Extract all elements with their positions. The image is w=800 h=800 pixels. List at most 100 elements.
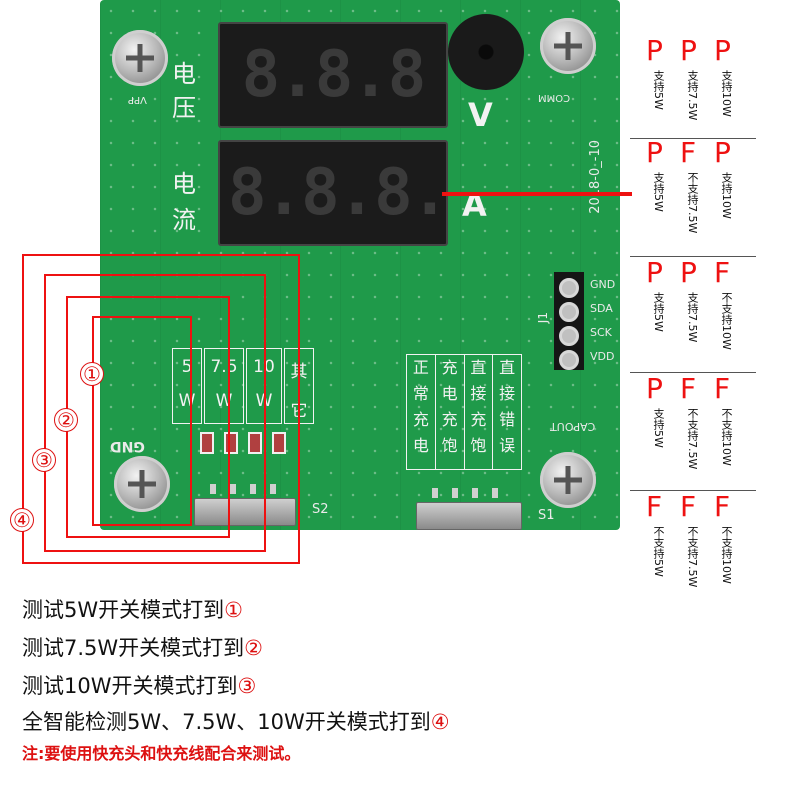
s1-pin <box>492 488 498 498</box>
current-display: 8.8.8. <box>218 140 449 246</box>
legend-letter: P <box>646 372 663 405</box>
s2-pin <box>250 484 256 494</box>
instruction-10w: 测试10W开关模式打到③ <box>22 670 256 700</box>
legend-text: 支持7.5W <box>686 292 699 343</box>
legend-letter: F <box>714 256 731 289</box>
s1-pin <box>472 488 478 498</box>
status-char: 直 <box>499 358 516 377</box>
current-char-2: 流 <box>172 206 196 234</box>
buzzer <box>448 14 524 90</box>
instruction-text: 测试5W开关模式打到 <box>22 598 225 622</box>
j1-silk: J1 <box>536 312 550 324</box>
legend-text: 支持5W <box>652 408 665 448</box>
legend-letter: F <box>714 490 731 523</box>
pin-gnd <box>559 278 579 298</box>
s2-pin <box>210 484 216 494</box>
screw-bottom-right <box>540 452 596 508</box>
instruction-num: ① <box>224 598 243 622</box>
legend-letter: F <box>680 372 697 405</box>
status-char: 常 <box>412 384 429 403</box>
circled-4: ④ <box>10 508 34 532</box>
voltage-display: 8.8.8 <box>218 22 448 128</box>
s1-pin <box>452 488 458 498</box>
voltage-char-1: 电 <box>172 60 196 88</box>
led-5w <box>200 432 214 454</box>
status-char: 电 <box>412 436 429 455</box>
screw-bottom-left <box>114 456 170 512</box>
mode-cell-7-5w-top: 7.5 <box>210 357 238 377</box>
s1-silk: S1 <box>538 508 555 523</box>
led-10w <box>248 432 262 454</box>
mode-switch-s2[interactable] <box>194 498 296 526</box>
status-col-full: 充 电 充 饱 <box>436 355 465 469</box>
legend-text: 不支持10W <box>720 292 733 350</box>
legend-separator <box>630 138 756 139</box>
status-char: 充 <box>470 410 487 429</box>
date-silk: 2018-0_-10 <box>588 140 603 214</box>
instruction-num: ② <box>244 636 263 660</box>
pin-label-gnd: GND <box>590 278 616 291</box>
status-char: 饱 <box>470 436 487 455</box>
legend-text: 不支持7.5W <box>686 408 699 470</box>
legend-text: 支持5W <box>652 172 665 212</box>
screw-top-left <box>112 30 168 86</box>
status-char: 充 <box>412 410 429 429</box>
pointer-line <box>442 192 632 196</box>
legend-letter: P <box>714 34 731 67</box>
legend-separator <box>630 256 756 257</box>
legend-text: 不支持7.5W <box>686 172 699 234</box>
status-col-normal: 正 常 充 电 <box>407 355 436 469</box>
instruction-5w: 测试5W开关模式打到① <box>22 594 243 624</box>
instruction-num: ③ <box>237 674 257 698</box>
current-char-1: 电 <box>172 170 196 198</box>
led-7-5w <box>224 432 238 454</box>
legend-text: 支持5W <box>652 70 665 110</box>
screw-top-right <box>540 18 596 74</box>
legend-letter: F <box>680 490 697 523</box>
wire-4 <box>22 254 300 564</box>
status-char: 直 <box>470 358 487 377</box>
pin-sck <box>559 326 579 346</box>
s2-silk: S2 <box>312 502 329 517</box>
comm-silk: COMM <box>538 92 571 103</box>
status-char: 接 <box>499 384 516 403</box>
circled-2: ② <box>54 408 78 432</box>
legend-letter: P <box>646 34 663 67</box>
status-char: 饱 <box>441 436 458 455</box>
legend-letter: P <box>680 34 697 67</box>
mode-cell-10w-top: 10 <box>253 357 275 377</box>
pcb-board: VPP COMM 2018-0_-10 GND J1 CAPOUT S1 S2 … <box>100 0 620 530</box>
voltage-digits: 8.8.8 <box>241 38 427 112</box>
status-switch-s1[interactable] <box>416 502 522 530</box>
instruction-auto: 全智能检测5W、7.5W、10W开关模式打到④ <box>22 706 450 736</box>
legend-text: 支持10W <box>720 70 733 117</box>
legend-text: 不支持10W <box>720 526 733 584</box>
status-char: 误 <box>499 436 516 455</box>
instruction-text: 测试7.5W开关模式打到 <box>22 636 245 660</box>
status-char: 充 <box>441 358 458 377</box>
legend-text: 支持7.5W <box>686 70 699 121</box>
legend-separator <box>630 372 756 373</box>
led-other <box>272 432 286 454</box>
legend-letter: F <box>714 372 731 405</box>
legend-text: 不支持5W <box>652 526 665 577</box>
fast-charge-note: 注:要使用快充头和快充线配合来测试。 <box>22 744 301 763</box>
current-digits: 8.8.8. <box>228 156 449 230</box>
mode-cell-5w-top: 5 <box>181 357 193 377</box>
pin-sda <box>559 302 579 322</box>
pin-label-sck: SCK <box>590 326 612 339</box>
legend-letter: P <box>646 136 663 169</box>
pin-label-sda: SDA <box>590 302 613 315</box>
vpp-silk: VPP <box>128 94 147 105</box>
pin-label-vdd: VDD <box>590 350 615 363</box>
unit-voltage: V <box>468 96 493 134</box>
s2-pin <box>230 484 236 494</box>
legend-separator <box>630 490 756 491</box>
legend-letter: P <box>714 136 731 169</box>
status-char: 接 <box>470 384 487 403</box>
status-char: 正 <box>412 358 429 377</box>
capout-silk: CAPOUT <box>550 420 596 433</box>
legend-letter: P <box>680 256 697 289</box>
legend-letter: F <box>680 136 697 169</box>
status-col-direct-full: 直 接 充 饱 <box>465 355 494 469</box>
